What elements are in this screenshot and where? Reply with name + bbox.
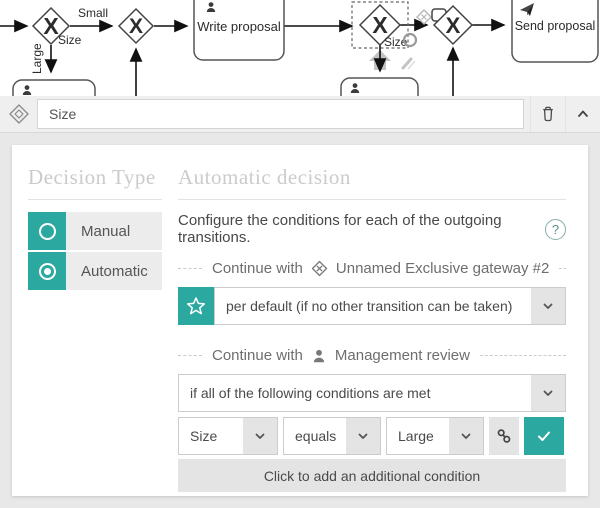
task-partial-middle[interactable]	[340, 77, 419, 119]
radio-unselected-icon	[28, 212, 66, 250]
chevron-down-icon	[449, 418, 483, 454]
exclusive-gateway-icon	[8, 103, 30, 125]
transition-target: Unnamed Exclusive gateway #2	[335, 260, 550, 277]
transition-2-header: Continue with Management review	[178, 347, 566, 364]
task-write-proposal[interactable]: Write proposal	[193, 0, 285, 61]
decision-type-option-automatic[interactable]: Automatic	[28, 252, 162, 290]
confirm-condition-button[interactable]	[524, 417, 564, 455]
trash-icon	[543, 106, 553, 122]
task-send-proposal[interactable]: Send proposal	[511, 0, 599, 63]
svg-text:X: X	[372, 12, 388, 38]
transition-target: Management review	[334, 347, 470, 364]
add-condition-button[interactable]: Click to add an additional condition	[178, 459, 566, 492]
chevron-up-icon	[578, 110, 588, 117]
process-diagram: X Size Small Large X Write proposal X Si…	[0, 0, 599, 121]
link-condition-button[interactable]	[489, 417, 519, 455]
selected-option: per default (if no other transition can …	[226, 298, 513, 314]
decision-type-column: Decision Type Manual Automatic	[28, 165, 162, 496]
decision-type-option-manual[interactable]: Manual	[28, 212, 162, 250]
collapse-panel-button[interactable]	[565, 96, 600, 132]
svg-text:Write proposal: Write proposal	[197, 19, 281, 34]
selected-option: equals	[295, 428, 337, 444]
add-gateway-icon-x	[421, 14, 427, 20]
bpmn-canvas[interactable]: X Size Small Large X Write proposal X Si…	[0, 0, 600, 121]
check-icon	[538, 431, 550, 441]
user-icon	[311, 348, 327, 364]
transition-1-condition-row: per default (if no other transition can …	[178, 287, 566, 325]
properties-panel: Decision Type Manual Automatic Automatic…	[12, 145, 588, 496]
edit-pencil-icon	[401, 57, 413, 70]
condition-type-select-2[interactable]: if all of the following conditions are m…	[178, 374, 566, 412]
automatic-decision-heading: Automatic decision	[178, 165, 566, 200]
gateway-label: Size	[58, 33, 82, 47]
element-toolbar	[0, 96, 600, 133]
description-text: Configure the conditions for each of the…	[178, 212, 502, 246]
svg-text:X: X	[129, 15, 143, 38]
element-name-input[interactable]	[37, 99, 524, 129]
context-menu[interactable]	[401, 8, 447, 70]
radio-selected-icon	[28, 252, 66, 290]
delete-button[interactable]	[530, 96, 565, 132]
condition-field-select[interactable]: Size	[178, 417, 278, 455]
gateway-merge-2[interactable]: X	[432, 4, 474, 46]
selection-outline	[351, 1, 409, 49]
chevron-down-icon	[243, 418, 277, 454]
flow-label-small: Small	[78, 6, 108, 20]
default-flow-button[interactable]	[178, 287, 214, 325]
selected-option: Size	[190, 428, 218, 444]
star-icon	[186, 297, 206, 315]
svg-text:X: X	[43, 13, 59, 39]
send-icon	[520, 3, 534, 16]
chevron-down-icon	[531, 375, 565, 411]
svg-text:Send proposal: Send proposal	[515, 19, 596, 33]
gateway-size-1[interactable]: X Size	[31, 6, 82, 47]
chevron-down-icon	[531, 288, 565, 324]
svg-text:X: X	[446, 13, 461, 38]
help-icon[interactable]: ?	[545, 218, 566, 240]
gateway-merge-1[interactable]: X	[117, 7, 155, 45]
edit-pencil-icon-slash	[407, 60, 416, 70]
sequence-flows[interactable]	[0, 18, 506, 96]
link-icon	[497, 429, 511, 443]
add-gateway-icon	[416, 9, 432, 25]
exclusive-gateway-icon	[311, 260, 328, 277]
continue-with-label: Continue with	[212, 260, 303, 277]
condition-value-select[interactable]: Large	[386, 417, 484, 455]
condition-type-select-1[interactable]: per default (if no other transition can …	[214, 287, 566, 325]
description: Configure the conditions for each of the…	[178, 212, 566, 246]
gateway-size-2-selected[interactable]: X Size	[351, 1, 409, 49]
task-partial-left[interactable]	[12, 79, 96, 121]
continue-with-label: Continue with	[212, 347, 303, 364]
transition-1-header: Continue with Unnamed Exclusive gateway …	[178, 260, 566, 277]
automatic-decision-column: Automatic decision Configure the conditi…	[178, 165, 566, 496]
option-label: Automatic	[66, 252, 162, 290]
gateway-label: Size	[384, 35, 408, 49]
flow-label-large: Large	[30, 43, 44, 74]
condition-operator-select[interactable]: equals	[283, 417, 381, 455]
condition-builder-row: Size equals Large	[178, 417, 566, 455]
chevron-down-icon	[346, 418, 380, 454]
selected-option: Large	[398, 428, 434, 444]
add-event-icon	[402, 32, 418, 48]
option-label: Manual	[66, 212, 162, 250]
transition-2-condition-row: if all of the following conditions are m…	[178, 374, 566, 412]
selected-option: if all of the following conditions are m…	[190, 385, 431, 401]
decision-type-heading: Decision Type	[28, 165, 162, 200]
